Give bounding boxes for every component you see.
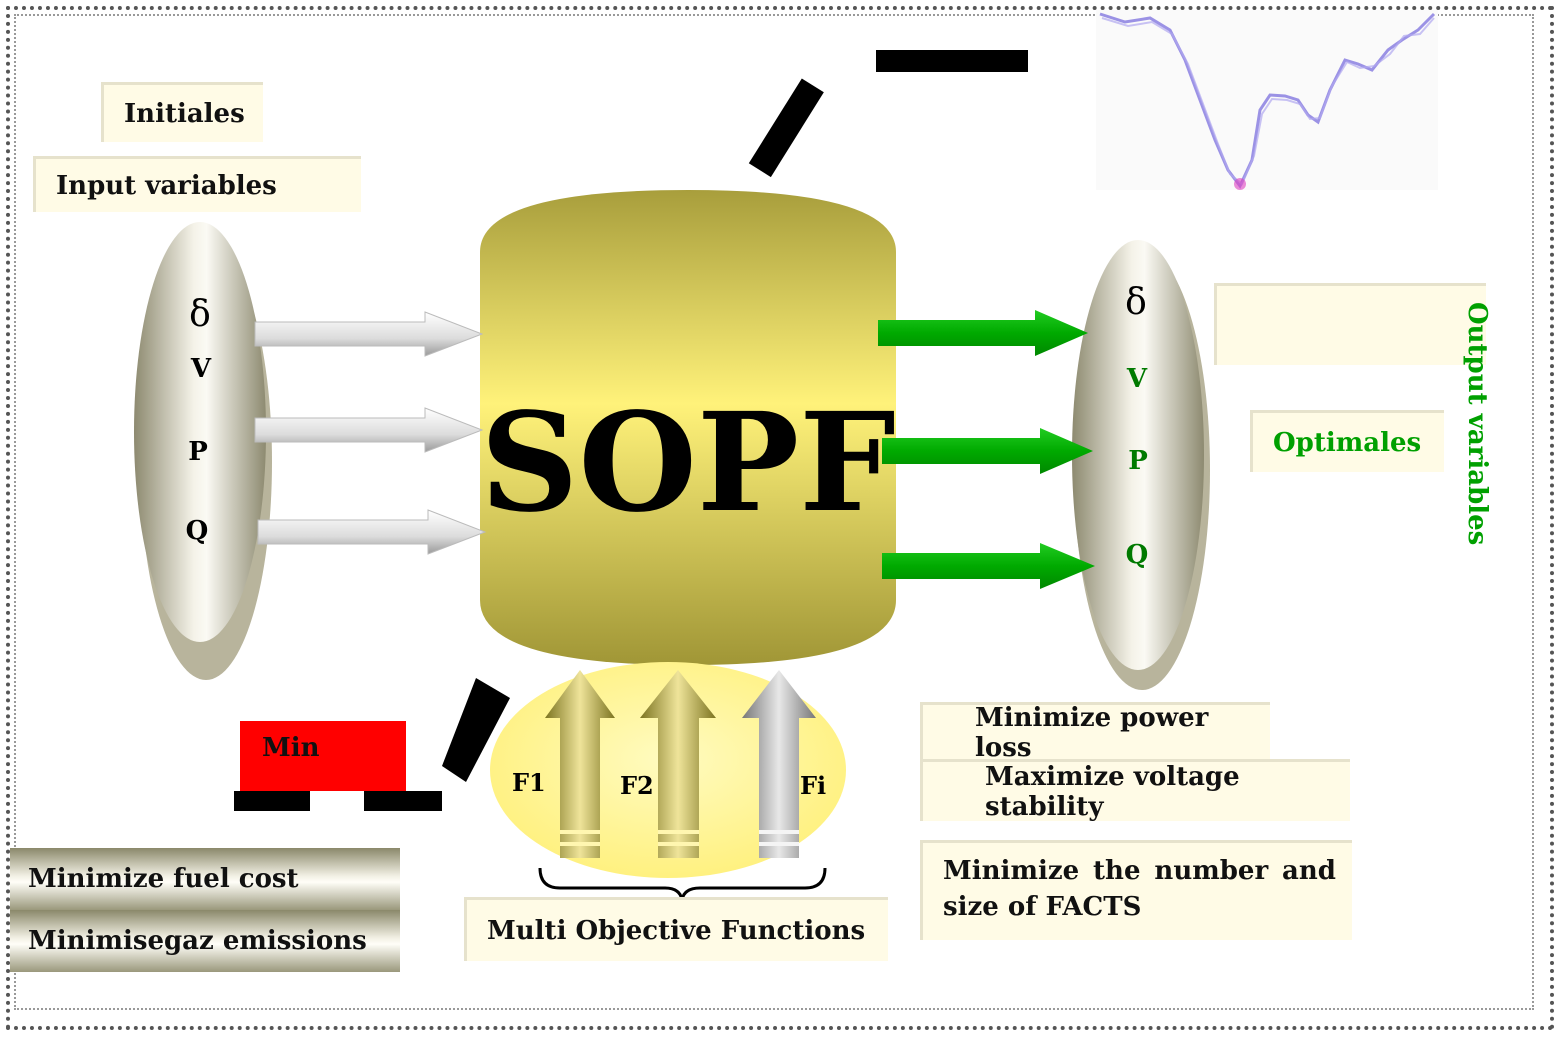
output-variables-label: Output variables: [1462, 302, 1492, 545]
initiales-label: Initiales: [124, 99, 245, 129]
input-arrow-3: [258, 510, 485, 554]
output-blank-box: [1214, 283, 1486, 365]
min-bar-left: [234, 791, 310, 811]
optimales-label: Optimales: [1273, 428, 1421, 458]
objective-fuel-cost: Minimize fuel cost: [28, 864, 299, 894]
function-label-fi: Fi: [800, 771, 826, 800]
objective-facts-box: Minimize the number and size of FACTS: [920, 840, 1352, 940]
initiales-box: Initiales: [101, 82, 263, 142]
objective-emissions: Minimisegaz emissions: [28, 926, 367, 956]
output-var-v: V: [1107, 364, 1167, 394]
top-slant-bar: [749, 78, 824, 177]
convergence-curve: [1096, 10, 1438, 190]
min-bar-right: [364, 791, 442, 811]
input-var-p: P: [168, 437, 228, 467]
objective-voltage-stability: Maximize voltage stability: [985, 762, 1350, 822]
output-arrow-3: [882, 543, 1095, 589]
input-arrow-1: [255, 312, 482, 356]
input-ellipse: [134, 222, 266, 642]
input-variables-box: Input variables: [33, 156, 361, 212]
objective-voltage-stability-box: Maximize voltage stability: [920, 759, 1350, 821]
input-variables-label: Input variables: [56, 171, 277, 201]
min-box: Min: [240, 721, 406, 791]
output-arrow-2: [882, 428, 1093, 474]
input-var-q: Q: [167, 516, 227, 546]
sopf-title: SOPF: [480, 395, 896, 531]
objective-facts: Minimize the number and size of FACTS: [943, 853, 1336, 925]
input-var-delta: δ: [170, 294, 230, 335]
output-var-q: Q: [1107, 540, 1167, 570]
function-label-f1: F1: [512, 768, 546, 797]
objective-power-loss-box: Minimize power loss: [920, 702, 1270, 760]
objective-power-loss: Minimize power loss: [975, 703, 1270, 763]
multi-objective-box: Multi Objective Functions: [464, 897, 888, 961]
min-label: Min: [262, 733, 320, 763]
output-arrow-1: [878, 310, 1088, 356]
multi-objective-label: Multi Objective Functions: [487, 916, 865, 946]
input-var-v: V: [171, 354, 231, 384]
objective-fuel-cost-box: Minimize fuel cost: [10, 848, 400, 910]
top-flat-bar: [876, 50, 1028, 72]
output-var-delta: δ: [1106, 282, 1166, 323]
optimales-box: Optimales: [1250, 410, 1444, 472]
function-label-f2: F2: [620, 771, 654, 800]
objective-emissions-box: Minimisegaz emissions: [10, 910, 400, 972]
output-var-p: P: [1108, 446, 1168, 476]
input-arrow-2: [255, 408, 482, 452]
